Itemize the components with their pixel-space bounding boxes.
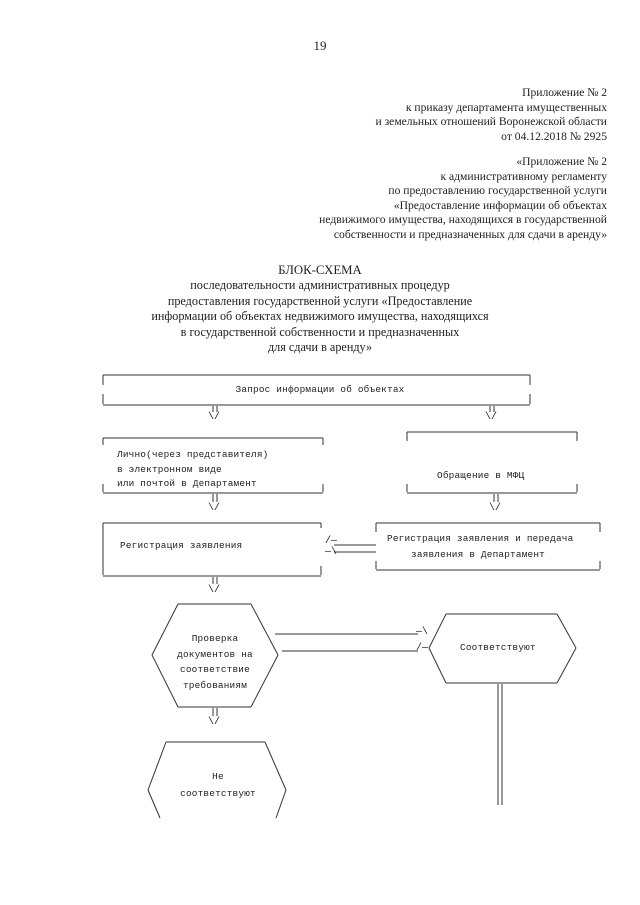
arrow-right-icon: —\ <box>416 627 429 638</box>
appendix-order-line: к приказу департамента имущественных <box>405 100 607 114</box>
appendix-order-line: Приложение № 2 <box>522 86 607 99</box>
node-registration: Регистрация заявления <box>120 540 243 551</box>
connector-request-to-in-person <box>212 406 218 412</box>
appendix-order-line: от 04.12.2018 № 2925 <box>501 129 607 143</box>
check-hexagon-frame <box>151 603 279 708</box>
appendix-regulation-line: собственности и предназначенных для сдач… <box>333 227 607 241</box>
node-request: Запрос информации об объектах <box>235 384 405 395</box>
arrow-left-icon: /— <box>325 536 338 547</box>
node-not-compliant: Не соответствуют <box>160 768 276 802</box>
scheme-title-line: в государственной собственности и предна… <box>180 324 460 339</box>
arrow-right-icon: /— <box>416 643 429 654</box>
in-person-box-frame <box>102 437 324 494</box>
compliant-hexagon-frame <box>428 613 577 684</box>
connector-check-to-not-compliant <box>212 708 218 716</box>
registration-box-frame <box>102 522 322 577</box>
appendix-regulation-line: «Предоставление информации об объектах <box>393 198 607 212</box>
connector-check-to-compliant <box>275 633 418 652</box>
appendix-regulation-line: «Приложение № 2 <box>516 155 607 168</box>
not-compliant-hexagon-frame <box>147 741 287 819</box>
node-not-compliant-line: Не <box>212 771 224 782</box>
node-in-person: Лично(через представителя) в электронном… <box>117 448 268 492</box>
appendix-regulation-line: к административному регламенту <box>440 169 607 183</box>
connector-mfc-to-mfc-registration <box>493 494 499 502</box>
arrow-down-icon: \/ <box>208 503 221 514</box>
node-mfc-registration: Регистрация заявления и передача заявлен… <box>387 531 573 563</box>
mfc-registration-box-frame <box>375 522 601 571</box>
appendix-regulation-header: «Приложение № 2 к административному регл… <box>319 155 607 243</box>
connector-registration-to-check <box>212 577 218 584</box>
node-in-person-line: Лично(через представителя) <box>117 449 269 460</box>
arrow-down-icon: \/ <box>489 503 502 514</box>
appendix-regulation-line: по предоставлению государственной услуги <box>388 184 607 198</box>
arrow-down-icon: \/ <box>485 412 498 423</box>
node-check-line: документов на <box>177 648 253 660</box>
page-number: 19 <box>313 38 327 53</box>
scheme-title-line: информации об объектах недвижимого имуще… <box>151 309 489 324</box>
scheme-title-line: для сдачи в аренду» <box>267 340 373 355</box>
appendix-order-line: и земельных отношений Воронежской област… <box>375 115 608 129</box>
scheme-title-line: предоставления государственной услуги «П… <box>167 293 473 308</box>
node-check-line: соответствие <box>180 664 250 675</box>
mfc-box-frame <box>406 431 578 494</box>
appendix-regulation-line: недвижимого имущества, находящихся в гос… <box>319 213 607 227</box>
connector-in-person-to-registration <box>212 494 218 502</box>
scheme-title: БЛОК-СХЕМА последовательности администра… <box>0 263 640 355</box>
connector-mfc-registration-to-registration <box>334 544 376 553</box>
arrow-down-icon: \/ <box>208 412 221 423</box>
appendix-order-header: Приложение № 2 к приказу департамента им… <box>376 86 608 144</box>
node-check: Проверка документов на соответствие треб… <box>160 631 270 693</box>
node-mfc-registration-line: Регистрация заявления и передача <box>387 533 574 544</box>
arrow-down-icon: \/ <box>208 717 221 728</box>
arrow-down-icon: \/ <box>208 585 221 596</box>
node-mfc-registration-line: заявления в Департамент <box>411 549 545 560</box>
connector-compliant-down <box>497 684 503 805</box>
node-in-person-line: или почтой в Департамент <box>117 478 257 489</box>
node-compliant: Соответствуют <box>460 642 536 653</box>
connector-request-to-mfc <box>489 406 495 412</box>
arrow-left-icon: —\ <box>325 547 338 558</box>
node-check-line: требованиям <box>182 679 248 691</box>
scheme-title-line: последовательности административных проц… <box>190 278 450 293</box>
scheme-heading: БЛОК-СХЕМА <box>278 263 362 277</box>
node-check-line: Проверка <box>191 633 239 644</box>
node-not-compliant-line: соответствуют <box>180 788 256 799</box>
node-in-person-line: в электронном виде <box>117 463 222 475</box>
request-box-frame <box>102 374 531 406</box>
node-mfc: Обращение в МФЦ <box>437 470 525 481</box>
